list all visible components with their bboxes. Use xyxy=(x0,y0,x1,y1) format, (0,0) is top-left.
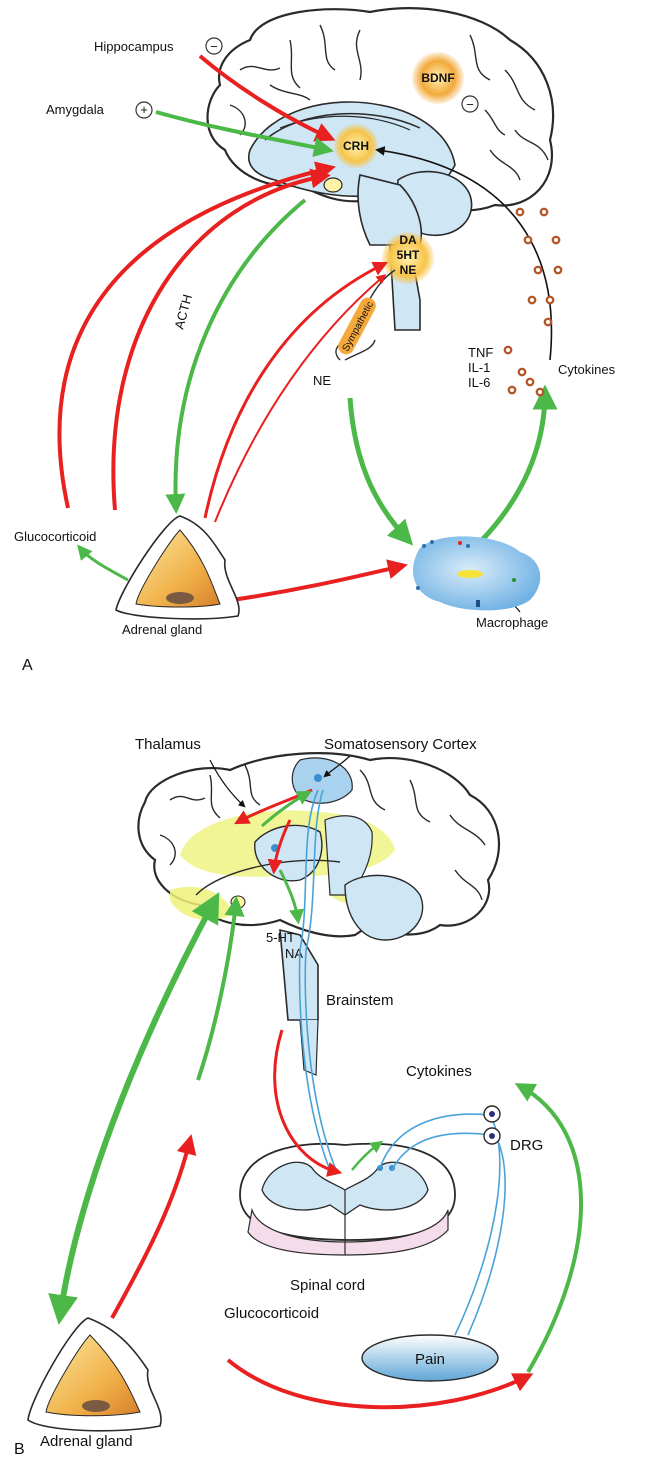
panel-b: Thalamus Somatosensory Cortex 5-HT NA Br… xyxy=(14,736,581,1458)
macrophage-label: Macrophage xyxy=(476,615,548,630)
macrophage-to-cytokines-arrow xyxy=(482,392,545,540)
brainstem-label: Brainstem xyxy=(326,992,394,1009)
macrophage xyxy=(413,536,540,610)
pain-pad: Pain xyxy=(362,1335,498,1381)
adrenal-gland-label-b: Adrenal gland xyxy=(40,1433,133,1450)
drg-label: DRG xyxy=(510,1137,543,1154)
panel-b-letter: B xyxy=(14,1441,25,1458)
amygdala-label: Amygdala xyxy=(46,102,105,117)
drg-ganglia xyxy=(484,1106,500,1144)
il1-label: IL-1 xyxy=(468,360,490,375)
svg-text:−: − xyxy=(466,97,474,112)
adrenal-to-glucocorticoid-arrow xyxy=(80,548,128,580)
hippocampus-label: Hippocampus xyxy=(94,39,174,54)
svg-text:BDNF: BDNF xyxy=(421,71,454,85)
brain-a xyxy=(208,8,554,330)
brain-b xyxy=(138,753,499,940)
svg-text:CRH: CRH xyxy=(343,139,369,153)
brain-adrenal-bidirectional-arrow xyxy=(60,900,215,1316)
amygdala-sign: + xyxy=(136,102,152,118)
adrenal-to-macrophage-arrow xyxy=(232,566,402,600)
acth-label: ACTH xyxy=(171,293,195,331)
svg-text:Pain: Pain xyxy=(415,1351,445,1368)
thalamus-label: Thalamus xyxy=(135,736,201,753)
cytokines-label-a: Cytokines xyxy=(558,362,616,377)
svg-text:−: − xyxy=(210,39,218,54)
adrenal-gland-a xyxy=(116,516,239,619)
adrenal-to-monoamine-arrow xyxy=(205,264,384,518)
5ht-label-b: 5-HT xyxy=(266,930,295,945)
spinal-cord xyxy=(240,1144,455,1255)
tnf-label: TNF xyxy=(468,345,493,360)
cytokine-particles-a xyxy=(505,209,561,395)
panel-a-letter: A xyxy=(22,657,33,674)
monoamine-node: DA 5HT NE xyxy=(382,232,434,284)
adrenal-to-brain-arrow xyxy=(198,902,236,1080)
panel-a: CRH BDNF − DA 5HT NE Sympathetic Hippoca… xyxy=(14,8,616,674)
bdnf-node: BDNF xyxy=(412,52,464,104)
cytokines-label-b: Cytokines xyxy=(406,1063,472,1080)
adrenal-gland-label-a: Adrenal gland xyxy=(122,622,202,637)
spinal-cord-label: Spinal cord xyxy=(290,1277,365,1294)
somatosensory-cortex-label: Somatosensory Cortex xyxy=(324,736,477,753)
sympathetic-chain: Sympathetic xyxy=(335,270,395,360)
svg-text:+: + xyxy=(140,102,148,117)
crh-node: CRH xyxy=(334,124,378,168)
adrenal-gland-b xyxy=(28,1318,161,1431)
adrenal-up-red-arrow xyxy=(112,1140,190,1318)
svg-text:NE: NE xyxy=(400,263,417,277)
adrenal-to-hypothalamus-arrow xyxy=(113,176,325,510)
hippocampus-sign: − xyxy=(206,38,222,54)
ne-to-macrophage-arrow xyxy=(350,398,408,540)
il6-label: IL-6 xyxy=(468,375,490,390)
svg-text:5HT: 5HT xyxy=(397,248,420,262)
pain-to-cytokines-green-arrow xyxy=(520,1086,581,1372)
svg-text:DA: DA xyxy=(399,233,417,247)
bdnf-inhibit-sign: − xyxy=(462,96,478,112)
glucocorticoid-label-b: Glucocorticoid xyxy=(224,1305,319,1322)
glucocorticoid-label-a: Glucocorticoid xyxy=(14,529,96,544)
ne-label: NE xyxy=(313,373,331,388)
